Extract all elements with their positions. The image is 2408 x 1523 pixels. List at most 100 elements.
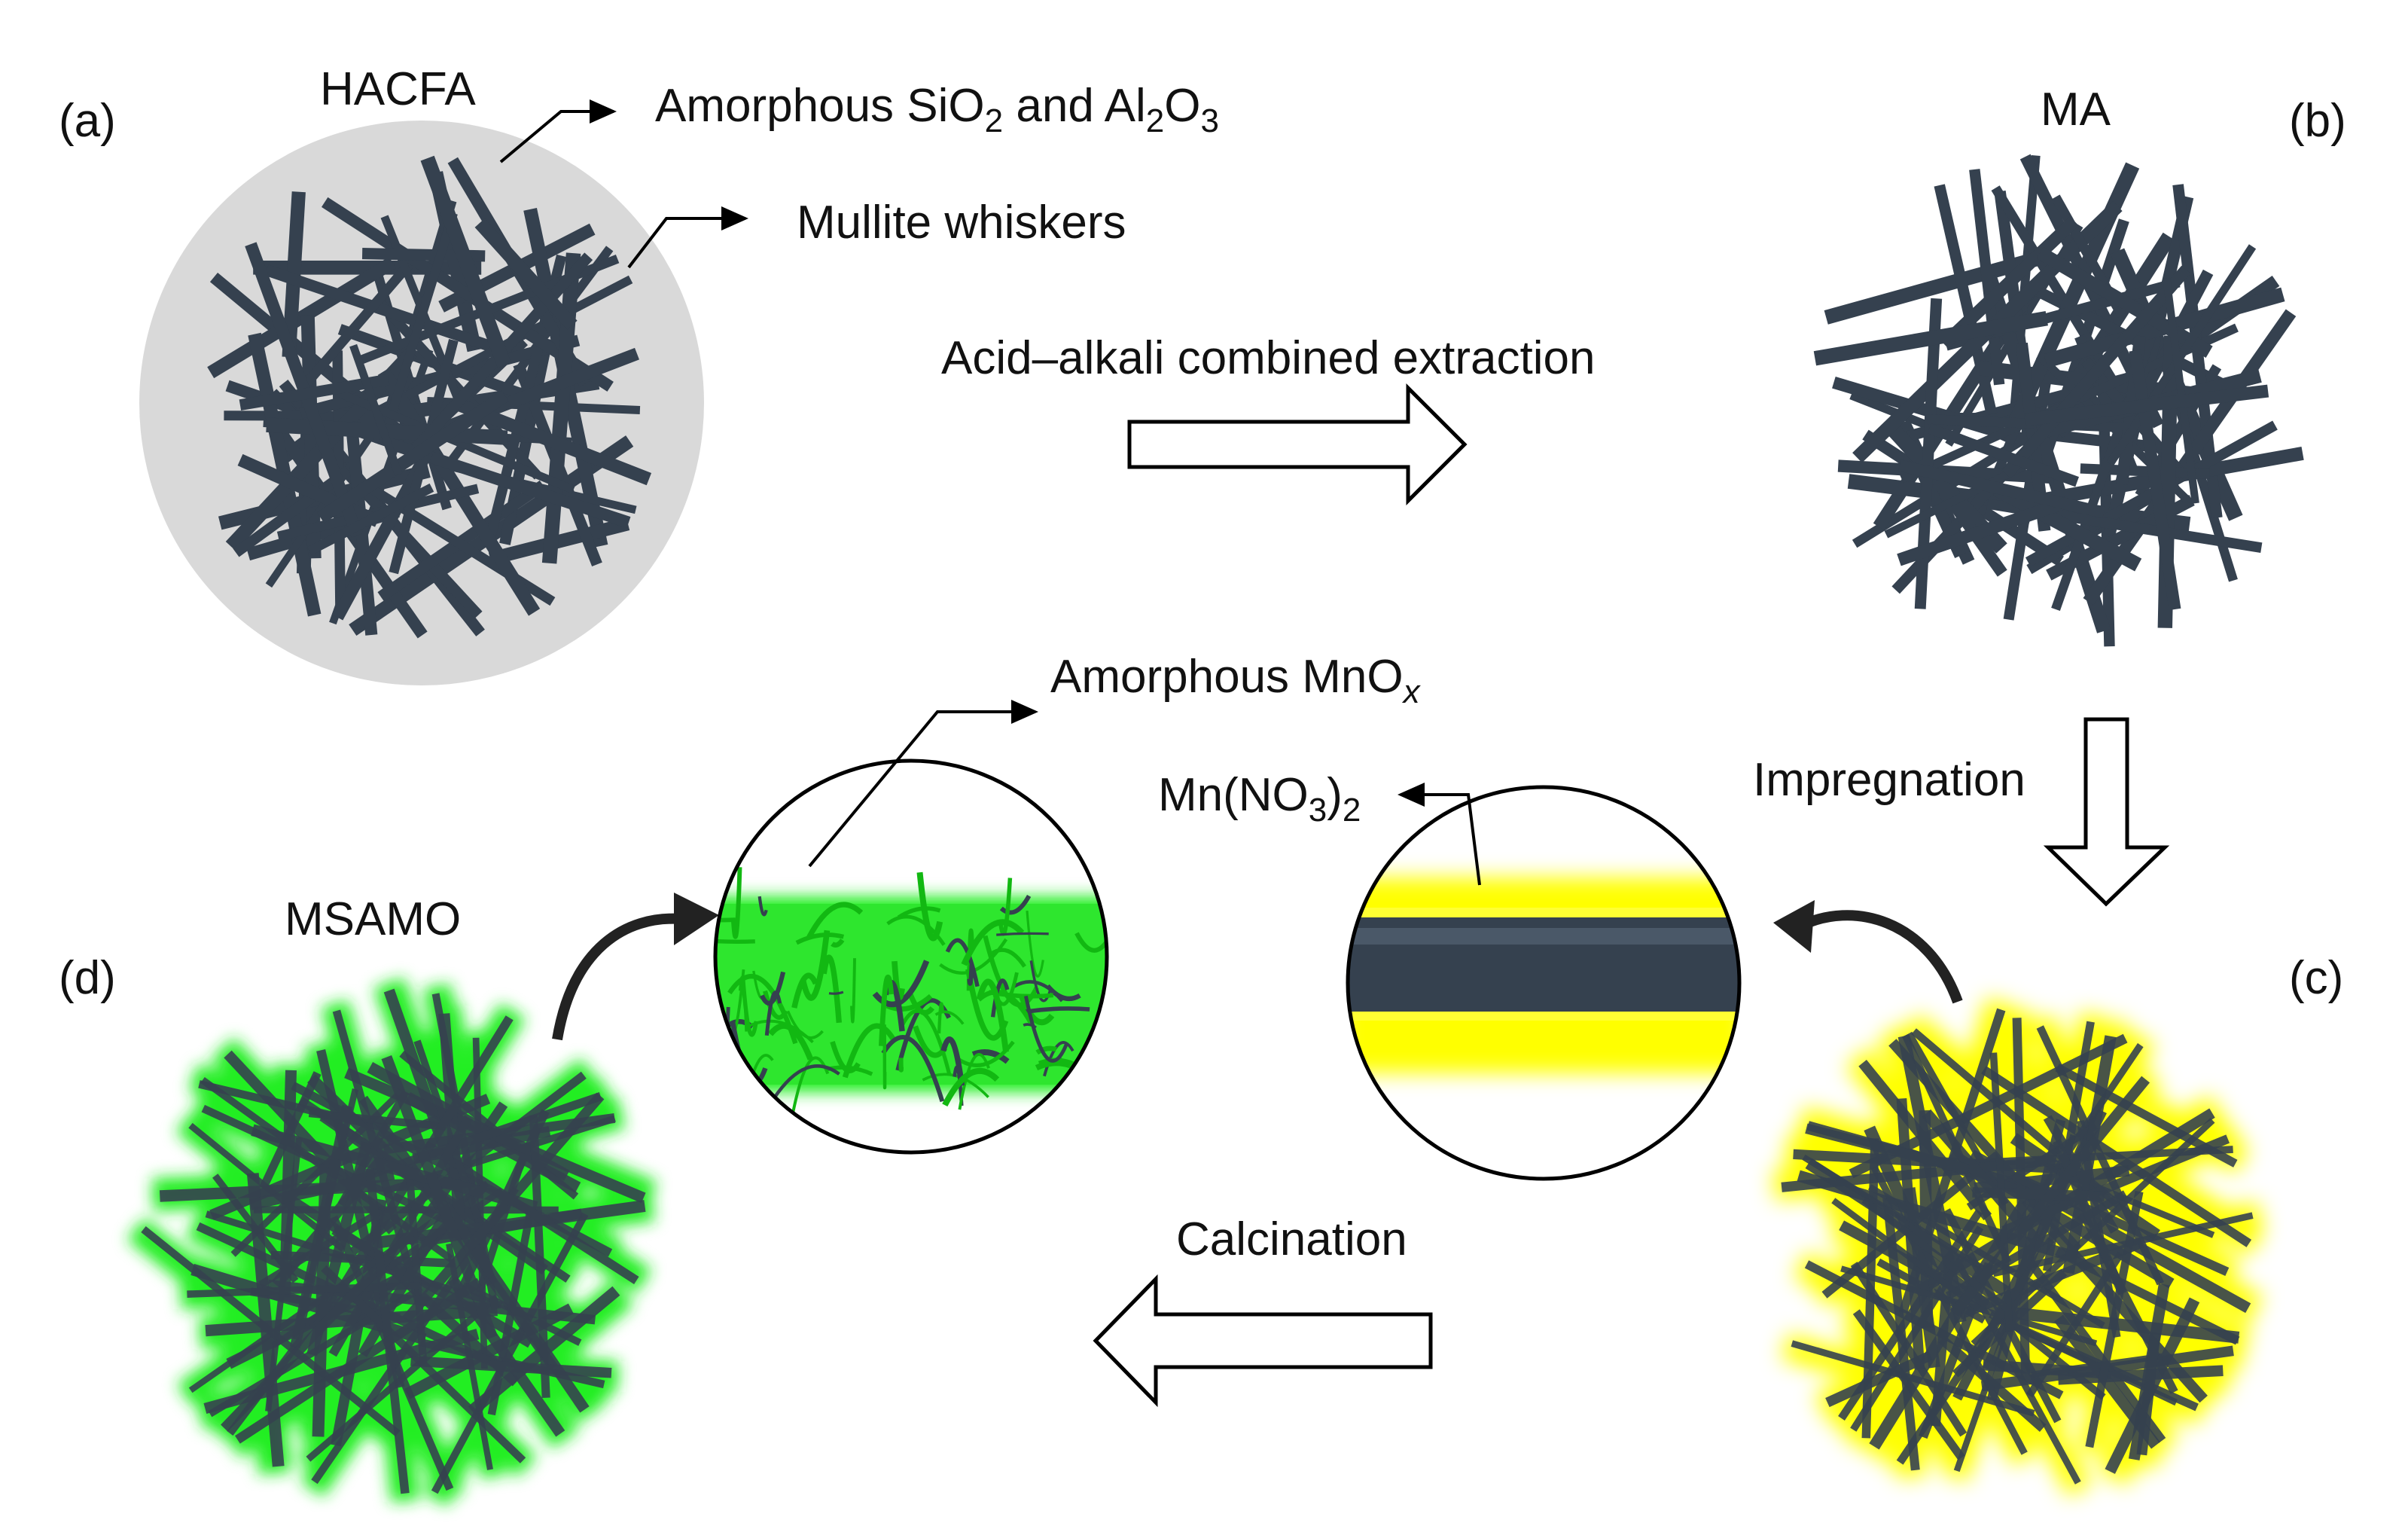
panel-tag-a: (a) [59,95,116,147]
whisker [1840,1265,2098,1347]
whisker [1850,1262,1968,1437]
whisker [316,390,509,523]
panel-tag-c: (c) [2289,952,2344,1004]
mnox-strand [945,938,980,987]
whisker [410,1356,612,1378]
mullite-whiskers-label: Mullite whiskers [797,197,1126,249]
whisker [307,483,434,556]
whisker [405,1164,428,1365]
whisker [420,155,511,368]
mnox-strand [1024,995,1068,1063]
mnox-strand [795,932,845,945]
mnox-strand [821,954,842,1024]
whisker [188,1122,346,1253]
mullite-whiskers-b [1813,154,2304,647]
whisker [541,252,581,564]
impregnation-step-label: Impregnation [1753,754,2025,806]
curved-arrow-d-head [674,893,719,945]
amorphous-sio2-al2o3-label: Amorphous SiO2 and Al2O3 [655,80,1219,139]
mnox-strand [831,938,845,948]
mnox-strand [768,1023,814,1061]
whisker [233,466,352,557]
whisker [328,1115,473,1357]
whisker [487,1209,535,1416]
whisker [271,1187,504,1349]
mnox-strand [897,906,941,920]
whisker [2004,1306,2240,1344]
whisker [1906,1031,2009,1206]
arrow-impregnation [2043,717,2170,907]
whisker [488,517,630,566]
mnox-strand [958,1052,990,1110]
whisker [377,212,458,447]
whisker [1972,1187,2105,1202]
mnox-strand [1079,1048,1107,1082]
whisker [2058,1365,2224,1385]
mnox-strand [1025,1006,1090,1014]
mnox-strand [971,1049,1010,1064]
mnox-strand [773,1064,840,1100]
mnox-strand [850,958,856,1024]
mnox-strand [913,1025,948,1058]
whisker [1949,1076,2150,1317]
mnox-strand [789,1056,830,1122]
impregnated-particle [1772,997,2265,1497]
whisker [2031,1353,2163,1378]
arrow-calcination [1093,1274,1433,1408]
mnox-strand [727,974,798,1045]
panel-tag-b: (b) [2289,95,2346,147]
whisker [1869,1200,2030,1450]
whisker [297,252,421,394]
whisker [1922,1109,2041,1244]
mnox-strand [989,948,1026,968]
whisker [2099,195,2194,556]
mnox-strand [976,978,1009,1052]
whisker [440,1201,590,1413]
whisker [289,1104,353,1349]
whisker [332,448,434,621]
whisker [224,411,349,421]
whisker [2036,246,2213,359]
whisker [1940,216,2079,349]
mnox-strand [1035,1045,1057,1055]
whisker [402,1092,605,1323]
whisker [234,1277,483,1444]
mnox-strand [715,1008,726,1058]
mnox-strand [990,978,1010,1018]
mnox-strand [967,964,974,986]
mnox-strand [806,902,864,939]
whisker [375,1200,646,1249]
mnox-strand [940,1036,965,1086]
mnox-strand [996,932,1049,936]
whisker [2042,1021,2095,1272]
mnox-strand [999,894,1032,915]
mnox-strand [800,929,831,1001]
whisker [307,1074,414,1179]
calcination-step-label: Calcination [1176,1213,1407,1265]
whisker [447,1276,565,1437]
whisker [2085,1191,2144,1448]
whisker [2025,384,2269,426]
whisker [2129,349,2181,611]
hacfa-particle [139,121,704,685]
whisker [1791,1340,2035,1417]
mnox-strand [916,871,943,942]
whisker [1969,169,2005,386]
whisker [2136,1332,2161,1456]
whisker [1813,310,2048,366]
mn-nitrate-label: Mn(NO3)2 [1158,769,1361,829]
mnox-strand [842,1023,895,1079]
whisker [381,1055,498,1340]
whisker [474,218,578,330]
panel-tag-d: (d) [59,952,116,1004]
whisker [264,264,514,359]
mnox-strand [942,1067,1000,1107]
mnox-strand [898,1058,904,1073]
mnox-strand [998,877,1013,936]
mnox-strand [881,1035,945,1103]
mullite-whiskers-a [207,155,652,639]
whisker [1861,1197,2008,1311]
coated-whiskers-c [1781,1008,2254,1485]
whisker [2001,265,2191,478]
